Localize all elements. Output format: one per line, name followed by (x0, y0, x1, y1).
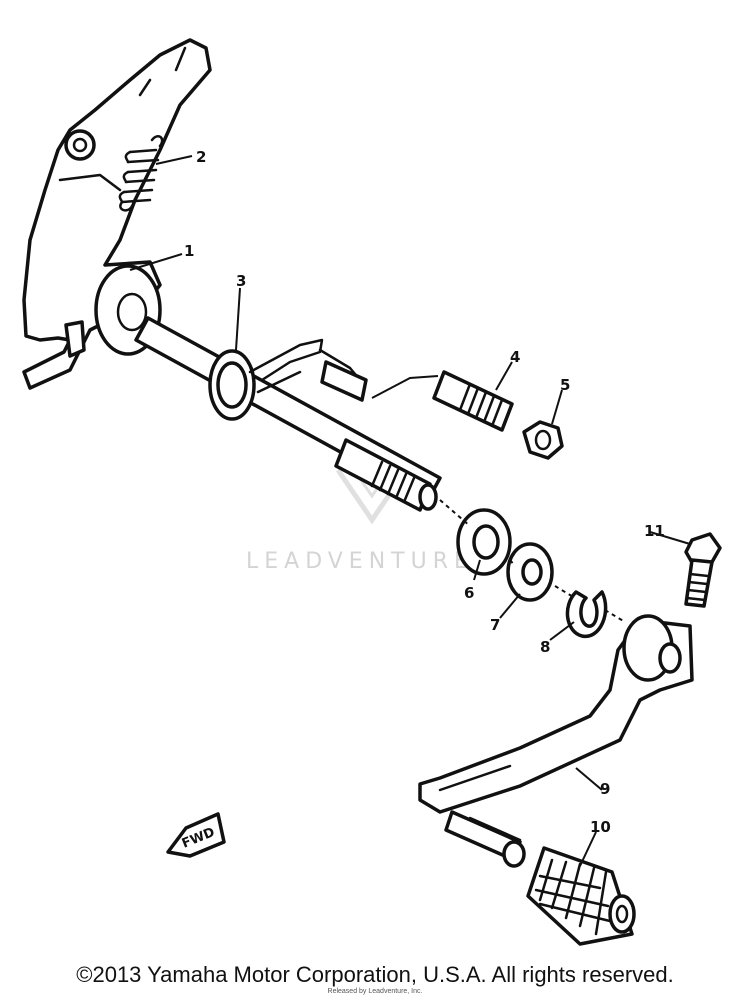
part-5-nut (522, 420, 564, 460)
release-note: Released by Leadventure, Inc. (327, 988, 423, 995)
callout-labels: 2 1 3 4 5 6 7 8 9 10 11 (184, 148, 665, 836)
callout-7: 7 (490, 616, 500, 634)
part-8-circlip (565, 590, 608, 638)
callout-11: 11 (644, 522, 665, 540)
part-7-washer (506, 542, 554, 602)
part-9-change-pedal (418, 614, 694, 868)
part-10-pedal-rubber (526, 846, 636, 946)
callout-3: 3 (236, 272, 246, 290)
callout-5: 5 (560, 376, 570, 394)
part-6-oil-seal (456, 508, 512, 576)
fwd-arrow: FWD (166, 812, 226, 858)
callout-2: 2 (196, 148, 206, 166)
watermark: LEADVENTURE (246, 468, 474, 574)
part-11-bolt (684, 532, 722, 608)
part-3-shift-shaft (134, 316, 442, 512)
callout-9: 9 (600, 780, 610, 798)
callout-6: 6 (464, 584, 474, 602)
copyright-notice: ©2013 Yamaha Motor Corporation, U.S.A. A… (76, 962, 674, 987)
callout-leaders (129, 155, 691, 867)
part-4-stud-bolt (371, 370, 514, 432)
watermark-text: LEADVENTURE (246, 549, 474, 574)
part-2-spring (118, 135, 164, 212)
callout-4: 4 (510, 348, 520, 366)
callout-10: 10 (590, 818, 611, 836)
callout-1: 1 (184, 242, 194, 260)
callout-8: 8 (540, 638, 550, 656)
